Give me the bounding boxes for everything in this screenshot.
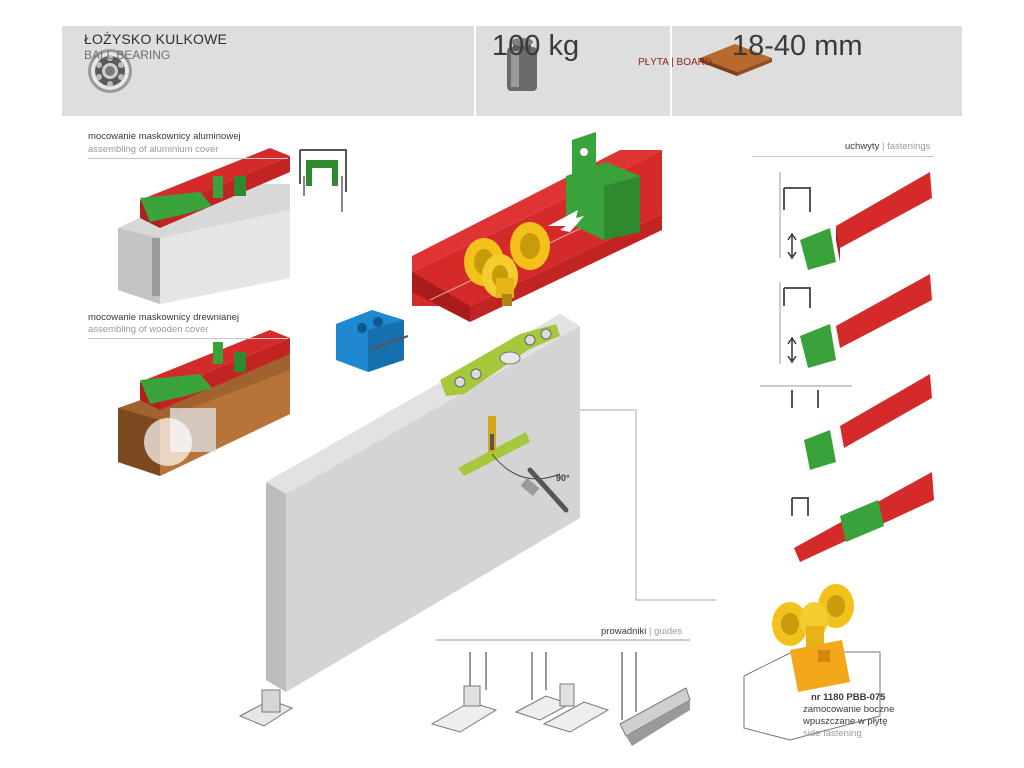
adjustment-detail xyxy=(458,416,569,513)
guides-label-pl: prowadniki xyxy=(601,626,647,637)
header-divider xyxy=(670,26,672,116)
direction-arrow-icon xyxy=(548,210,584,232)
board-label: PŁYTA | BOARD xyxy=(638,57,713,68)
label-underline xyxy=(752,156,934,157)
fastenings-label: uchwyty | fastenings xyxy=(845,141,930,153)
fastening-inline-mount xyxy=(791,472,934,562)
label-underline xyxy=(88,158,288,159)
wooden-cover-illustration xyxy=(118,330,290,476)
mounting-plate xyxy=(440,324,560,396)
aluminium-cover-label-pl: mocowanie maskownicy aluminowej xyxy=(88,131,241,142)
weight-icon xyxy=(507,38,537,91)
angle-label: 90° xyxy=(556,473,570,483)
fastenings-label-separator: | xyxy=(879,141,888,152)
door-panel xyxy=(266,314,580,692)
wooden-cover-label-pl: mocowanie maskownicy drewnianej xyxy=(88,312,240,323)
board-icon xyxy=(700,44,772,76)
door-floor-guide xyxy=(238,689,294,727)
rail-green-clip xyxy=(566,132,640,240)
guide-floor-single xyxy=(514,652,610,733)
bearing-title: ŁOŻYSKO KULKOWE xyxy=(84,31,228,47)
aluminium-profile-section xyxy=(299,149,347,212)
fastening-wall-mount xyxy=(779,172,932,270)
leader-line xyxy=(580,409,716,601)
blue-stopper xyxy=(336,310,409,372)
trolley-detail xyxy=(743,584,881,741)
fastening-ceiling-mount xyxy=(779,274,932,368)
guide-floor-recessed xyxy=(619,652,691,746)
board-thickness-value: 18-40 mm xyxy=(732,30,863,62)
max-load-value: 100 kg xyxy=(492,30,580,62)
wooden-cover-label-en: assembling of wooden cover xyxy=(88,324,209,335)
guides-label-en: guides xyxy=(654,626,683,637)
guide-wall-channel xyxy=(430,639,690,733)
part-number-label: nr 1180 PBB-075 xyxy=(811,692,886,703)
label-underline xyxy=(88,338,288,339)
fastening-top-mount xyxy=(760,374,932,470)
bearing-subtitle: BALL BEARING xyxy=(84,48,171,62)
aluminium-cover-illustration xyxy=(118,148,290,304)
side-fastening-label-en: side fastening xyxy=(803,728,862,739)
fastenings-label-en: fastenings xyxy=(887,141,931,152)
guides-label: prowadniki | guides xyxy=(601,626,682,638)
header-divider xyxy=(474,26,476,116)
aluminium-cover-label-en: assembling of aluminium cover xyxy=(88,144,219,155)
guides-label-separator: | xyxy=(646,626,655,637)
fastenings-label-pl: uchwyty xyxy=(845,141,880,152)
side-fastening-label-pl-1: zamocowanie boczne xyxy=(803,704,895,715)
ball-bearing-icon xyxy=(88,49,132,93)
trolley xyxy=(464,222,550,306)
side-fastening-label-pl-2: wpuszczane w płytę xyxy=(803,716,888,727)
